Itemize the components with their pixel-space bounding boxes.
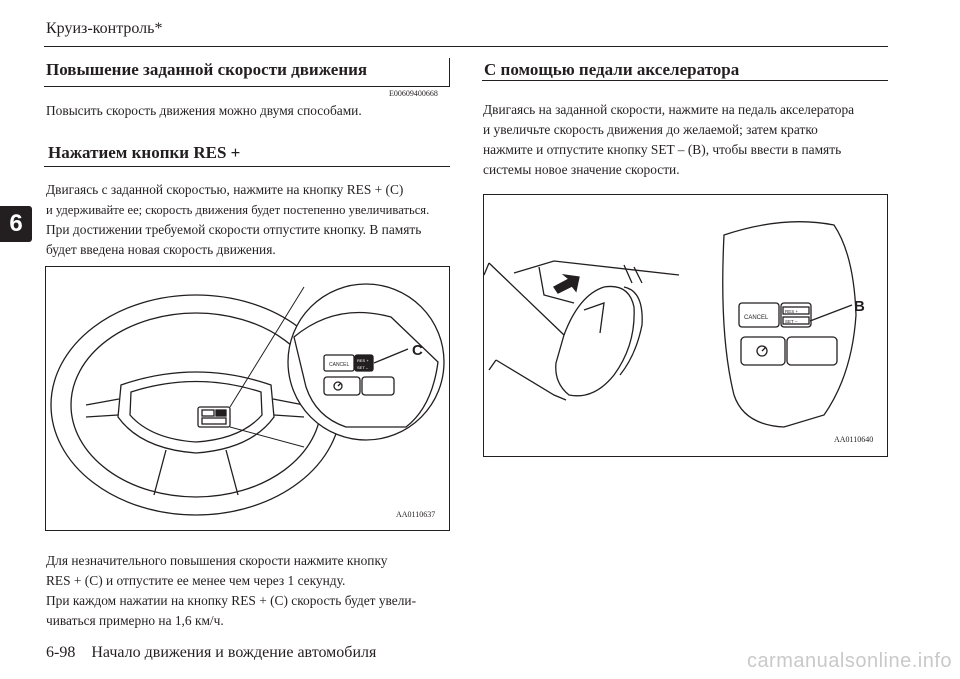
callout-b: B [854,298,865,315]
steering-wheel-illustration: CANCEL RES + SET – C [50,283,445,516]
cancel-label: CANCEL [744,315,769,321]
paragraph-line: RES + (C) и отпустите ее менее чем через… [46,573,346,588]
callout-c: C [412,342,423,359]
cancel-label-small: CANCEL [329,362,350,368]
running-head: Круиз-контроль* [46,20,163,37]
paragraph-line: чиваться примерно на 1,6 км/ч. [46,613,224,628]
page-footer: 6-98 Начало движения и вождение автомобил… [46,644,376,662]
intro-text: Повысить скорость движения можно двумя с… [46,103,362,118]
chapter-title: Начало движения и вождение автомобиля [91,644,377,661]
set-label: SET – [785,319,798,324]
page-number: 6-98 [46,644,76,661]
watermark: carmanualsonline.info [746,650,952,672]
subsection-rule [44,166,450,167]
figure-code: AA0110637 [396,510,436,519]
res-label-small: RES + [357,358,369,363]
section-title-right: С помощью педали акселератора [484,60,740,79]
paragraph-line: нажмите и отпустите кнопку SET – (B), чт… [483,142,842,157]
header-rule [44,46,888,47]
res-label: RES + [785,309,799,314]
section-code: E00609400668 [389,89,438,98]
paragraph-res-tap: Для незначительного повышения скорости н… [46,551,450,631]
paragraph-accelerator: Двигаясь на заданной скорости, нажмите н… [483,100,887,180]
chapter-tab: 6 [0,206,32,242]
figure-steering-wheel: CANCEL RES + SET – C AA0110637 [45,266,450,531]
figure-code: AA0110640 [834,435,874,444]
paragraph-line: Для незначительного повышения скорости н… [46,553,388,568]
paragraph-line: Двигаясь на заданной скорости, нажмите н… [483,102,855,117]
section-rule-left-vertical [449,58,450,86]
paragraph-line: Двигаясь с заданной скоростью, нажмите н… [46,182,404,197]
paragraph-line: При достижении требуемой скорости отпуст… [46,222,422,237]
section-rule-right [482,80,888,81]
paragraph-line: будет введена новая скорость движения. [46,242,276,257]
paragraph-line: и удерживайте ее; скорость движения буде… [46,203,430,217]
section-rule-left [44,86,450,87]
paragraph-line: При каждом нажатии на кнопку RES + (C) с… [46,593,417,608]
pedal-illustration: CANCEL RES + SET – B [484,221,865,428]
figure-accelerator-pedal: CANCEL RES + SET – B AA0110640 [483,194,888,457]
subsection-title: Нажатием кнопки RES + [48,143,241,162]
paragraph-line: системы новое значение скорости. [483,162,680,177]
section-title-left: Повышение заданной скорости движения [46,60,368,79]
paragraph-line: и увеличьте скорость движения до желаемо… [483,122,818,137]
paragraph-res-hold: Двигаясь с заданной скоростью, нажмите н… [46,180,450,260]
set-label-small: SET – [357,365,369,370]
